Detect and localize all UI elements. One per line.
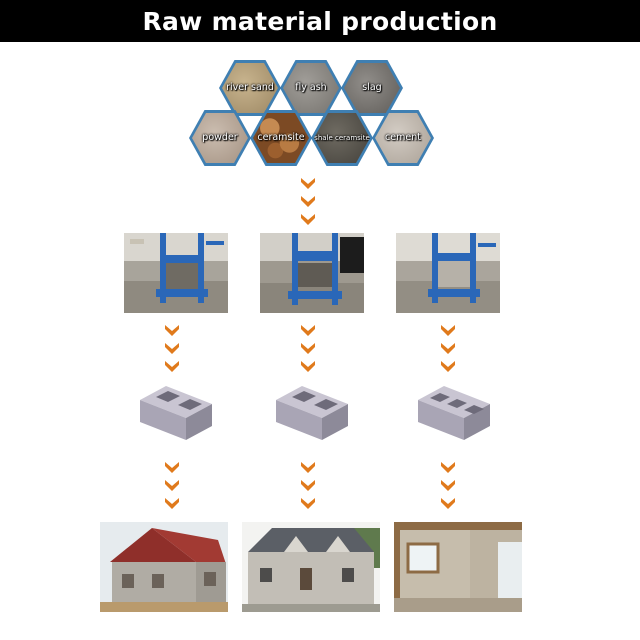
arrow-machine-1-to-block <box>165 325 185 379</box>
chevron-down-icon <box>441 462 455 473</box>
title-banner: Raw material production <box>0 0 640 42</box>
chevron-down-icon <box>441 325 455 336</box>
chevron-down-icon <box>165 498 179 509</box>
building-photo-2 <box>242 522 380 612</box>
chevron-down-icon <box>301 498 315 509</box>
chevron-down-icon <box>441 361 455 372</box>
chevron-down-icon <box>165 325 179 336</box>
material-label: slag <box>362 82 382 94</box>
hex-powder: powder <box>189 110 251 166</box>
machine-photo-2 <box>260 233 364 313</box>
chevron-down-icon <box>301 480 315 491</box>
arrow-block-3-to-building <box>441 462 461 516</box>
hollow-block-icon <box>418 386 490 440</box>
hex-slag: slag <box>341 60 403 116</box>
chevron-down-icon <box>165 343 179 354</box>
page-title: Raw material production <box>142 6 498 36</box>
chevron-down-icon <box>165 480 179 491</box>
building-photo-3 <box>394 522 522 612</box>
chevron-down-icon <box>301 178 315 189</box>
arrow-block-2-to-building <box>301 462 321 516</box>
chevron-down-icon <box>301 214 315 225</box>
chevron-down-icon <box>301 325 315 336</box>
machine-photo-3 <box>396 233 500 313</box>
chevron-down-icon <box>301 196 315 207</box>
hex-fly-ash: fly ash <box>280 60 342 116</box>
hollow-block-icon <box>140 386 212 440</box>
arrow-machine-3-to-block <box>441 325 461 379</box>
chevron-down-icon <box>441 498 455 509</box>
chevron-down-icon <box>165 361 179 372</box>
hex-shale-ceramsite: shale ceramsite <box>311 110 373 166</box>
chevron-down-icon <box>165 462 179 473</box>
material-label: ceramsite <box>257 132 305 144</box>
material-label: cement <box>385 132 421 144</box>
chevron-down-icon <box>301 361 315 372</box>
machine-photo-1 <box>124 233 228 313</box>
chevron-down-icon <box>441 343 455 354</box>
material-label: powder <box>202 132 238 144</box>
hollow-block-icon <box>276 386 348 440</box>
hex-ceramsite: ceramsite <box>250 110 312 166</box>
chevron-down-icon <box>441 480 455 491</box>
hex-river-sand: river sand <box>219 60 281 116</box>
hex-cement: cement <box>372 110 434 166</box>
material-label: shale ceramsite <box>314 133 370 142</box>
arrow-materials-to-machines <box>301 178 321 232</box>
building-photo-1 <box>100 522 228 612</box>
material-label: fly ash <box>295 82 327 94</box>
arrow-machine-2-to-block <box>301 325 321 379</box>
arrow-block-1-to-building <box>165 462 185 516</box>
material-label: river sand <box>226 82 274 94</box>
chevron-down-icon <box>301 343 315 354</box>
chevron-down-icon <box>301 462 315 473</box>
